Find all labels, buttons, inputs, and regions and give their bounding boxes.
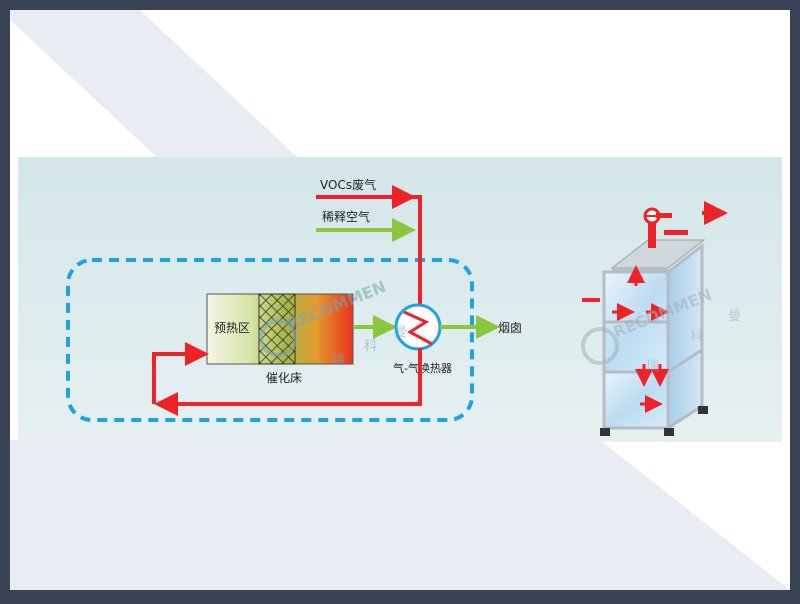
- watermark-char-1-right: 瑞: [646, 359, 659, 374]
- cabinet-foot-1: [600, 428, 610, 436]
- watermark-char-2: 科: [364, 339, 377, 354]
- watermark-char-1: 瑞: [332, 353, 345, 368]
- feed-line: [406, 195, 422, 306]
- return-line: [154, 348, 422, 416]
- top-pipe: [648, 218, 656, 248]
- catalyst-unit: 预热区: [206, 293, 354, 365]
- cabinet-front-lower: [602, 370, 670, 430]
- top-pipe-branch: [656, 213, 672, 218]
- watermark-logo-icon: [259, 319, 297, 357]
- watermark-char-3: 曼: [394, 325, 407, 340]
- dilution-air-label: 稀释空气: [322, 209, 370, 224]
- preheat-zone-label: 预热区: [214, 321, 250, 335]
- watermark-logo-icon-right: [581, 327, 619, 365]
- top-pipe-elbow: [664, 230, 688, 235]
- cabinet-foot-2: [664, 428, 674, 436]
- vocs-label: VOCs废气: [320, 177, 376, 192]
- reactor-boundary: [66, 258, 474, 422]
- watermark-char-2-right: 科: [690, 329, 703, 344]
- exchanger-coil: [403, 310, 433, 346]
- cabinet-foot-3: [698, 406, 708, 414]
- chimney-label: 烟囱: [498, 321, 522, 335]
- heat-exchanger-label: 气-气换热器: [393, 361, 452, 375]
- diagonal-band-lower: [10, 440, 660, 590]
- inlet-to-bed-line: [152, 342, 209, 404]
- catalyst-bed-label: 催化床: [266, 371, 302, 385]
- watermark-char-3-right: 曼: [728, 309, 741, 324]
